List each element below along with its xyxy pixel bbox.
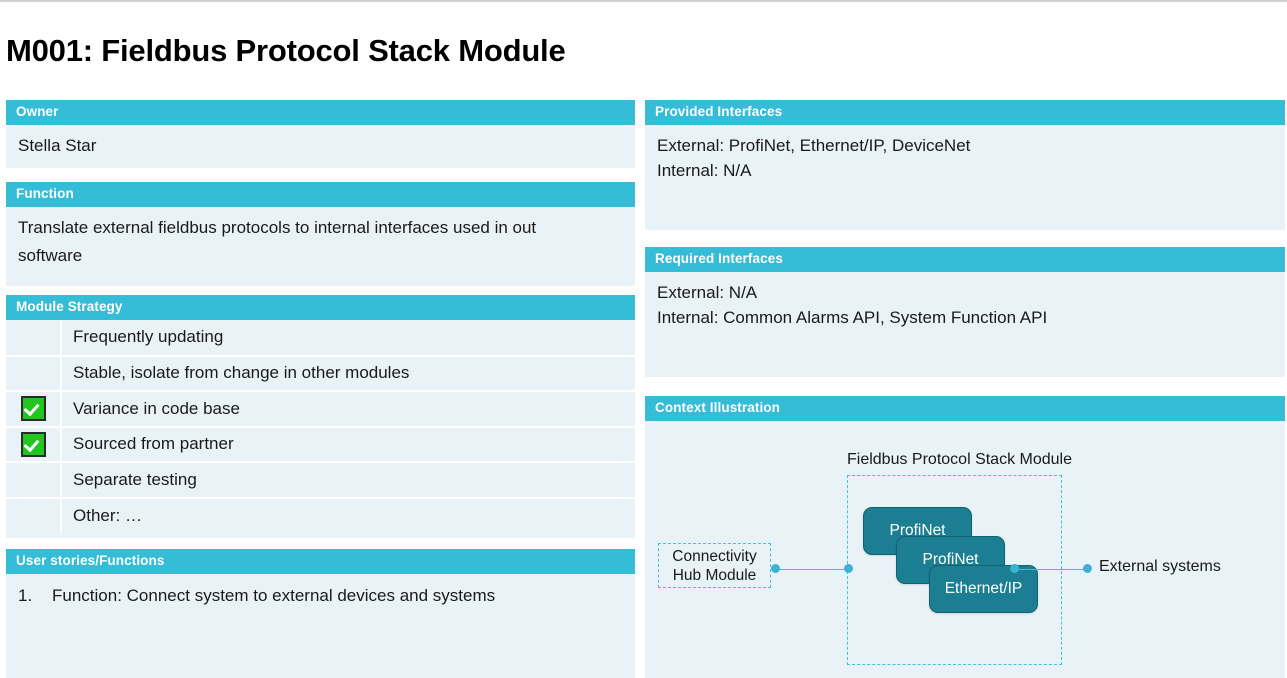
- page-title: M001: Fieldbus Protocol Stack Module: [6, 33, 566, 68]
- table-row[interactable]: Stable, isolate from change in other mod…: [6, 355, 635, 392]
- table-row[interactable]: Other: …: [6, 497, 635, 533]
- function-text-line-2: software: [18, 246, 83, 265]
- hub-label-line-2: Hub Module: [672, 566, 757, 584]
- function-panel-heading: Function: [6, 182, 635, 207]
- checkbox-cell-separate-testing[interactable]: [6, 462, 62, 499]
- context-illustration-heading: Context Illustration: [645, 396, 1285, 421]
- required-interfaces-panel: Required Interfaces External: N/A Intern…: [645, 247, 1285, 377]
- strategy-label-variance-in-code-base: Variance in code base: [61, 391, 635, 428]
- user-story-text: Function: Connect system to external dev…: [52, 586, 496, 605]
- connector-dot-external: [1083, 564, 1092, 573]
- diagram-protocol-box-3[interactable]: Ethernet/IP: [929, 565, 1038, 613]
- checkbox-cell-stable-isolate[interactable]: [6, 355, 62, 392]
- user-story-number: 1.: [18, 586, 33, 605]
- strategy-label-stable-isolate: Stable, isolate from change in other mod…: [61, 355, 635, 392]
- function-panel-body: Translate external fieldbus protocols to…: [6, 207, 635, 270]
- strategy-label-other: Other: …: [61, 497, 635, 533]
- diagram-external-systems-label: External systems: [1099, 558, 1221, 575]
- user-stories-panel: User stories/Functions 1. Function: Conn…: [6, 549, 635, 678]
- checkbox-cell-frequently-updating[interactable]: [6, 320, 62, 357]
- diagram-connectivity-hub-box[interactable]: Connectivity Hub Module: [658, 543, 771, 588]
- strategy-label-sourced-from-partner: Sourced from partner: [61, 426, 635, 463]
- provided-internal-line: Internal: N/A: [657, 161, 752, 180]
- module-strategy-panel: Module Strategy Frequently updating Stab…: [6, 295, 635, 538]
- module-strategy-heading: Module Strategy: [6, 295, 635, 320]
- checkbox-cell-other[interactable]: [6, 497, 62, 533]
- provided-interfaces-heading: Provided Interfaces: [645, 100, 1285, 125]
- context-illustration-panel: Context Illustration Fieldbus Protocol S…: [645, 396, 1285, 678]
- table-row[interactable]: Frequently updating: [6, 320, 635, 357]
- strategy-label-frequently-updating: Frequently updating: [61, 320, 635, 357]
- strategy-label-separate-testing: Separate testing: [61, 462, 635, 499]
- required-internal-line: Internal: Common Alarms API, System Func…: [657, 308, 1048, 327]
- user-stories-heading: User stories/Functions: [6, 549, 635, 574]
- checkmark-icon: [20, 431, 46, 457]
- table-row[interactable]: Sourced from partner: [6, 426, 635, 463]
- connector-dot-hub: [771, 564, 780, 573]
- table-row[interactable]: Separate testing: [6, 462, 635, 499]
- connector-dot-module-right: [1010, 564, 1019, 573]
- owner-panel: Owner Stella Star: [6, 100, 635, 168]
- list-item: 1. Function: Connect system to external …: [18, 582, 625, 608]
- provided-interfaces-panel: Provided Interfaces External: ProfiNet, …: [645, 100, 1285, 230]
- connector-line-left: [775, 568, 849, 571]
- provided-external-line: External: ProfiNet, Ethernet/IP, DeviceN…: [657, 136, 971, 155]
- checkbox-cell-sourced-from-partner[interactable]: [6, 426, 62, 463]
- required-external-line: External: N/A: [657, 283, 758, 302]
- diagram-module-frame-label: Fieldbus Protocol Stack Module: [847, 451, 1072, 468]
- connector-line-right: [1014, 568, 1086, 571]
- required-interfaces-heading: Required Interfaces: [645, 247, 1285, 272]
- owner-panel-heading: Owner: [6, 100, 635, 125]
- table-row[interactable]: Variance in code base: [6, 391, 635, 428]
- owner-panel-body: Stella Star: [6, 125, 635, 158]
- context-diagram: Fieldbus Protocol Stack Module Connectiv…: [645, 421, 1285, 676]
- hub-label-line-1: Connectivity: [672, 547, 757, 565]
- provided-interfaces-body: External: ProfiNet, Ethernet/IP, DeviceN…: [645, 125, 1285, 183]
- required-interfaces-body: External: N/A Internal: Common Alarms AP…: [645, 272, 1285, 330]
- checkmark-icon: [20, 396, 46, 422]
- checkbox-cell-variance-in-code-base[interactable]: [6, 391, 62, 428]
- function-text-line-1: Translate external fieldbus protocols to…: [18, 218, 537, 237]
- connector-dot-module-left: [844, 564, 853, 573]
- user-stories-body: 1. Function: Connect system to external …: [6, 574, 635, 608]
- function-panel: Function Translate external fieldbus pro…: [6, 182, 635, 286]
- module-strategy-table: Frequently updating Stable, isolate from…: [6, 320, 635, 533]
- owner-value: Stella Star: [18, 136, 97, 155]
- top-divider: [0, 0, 1287, 2]
